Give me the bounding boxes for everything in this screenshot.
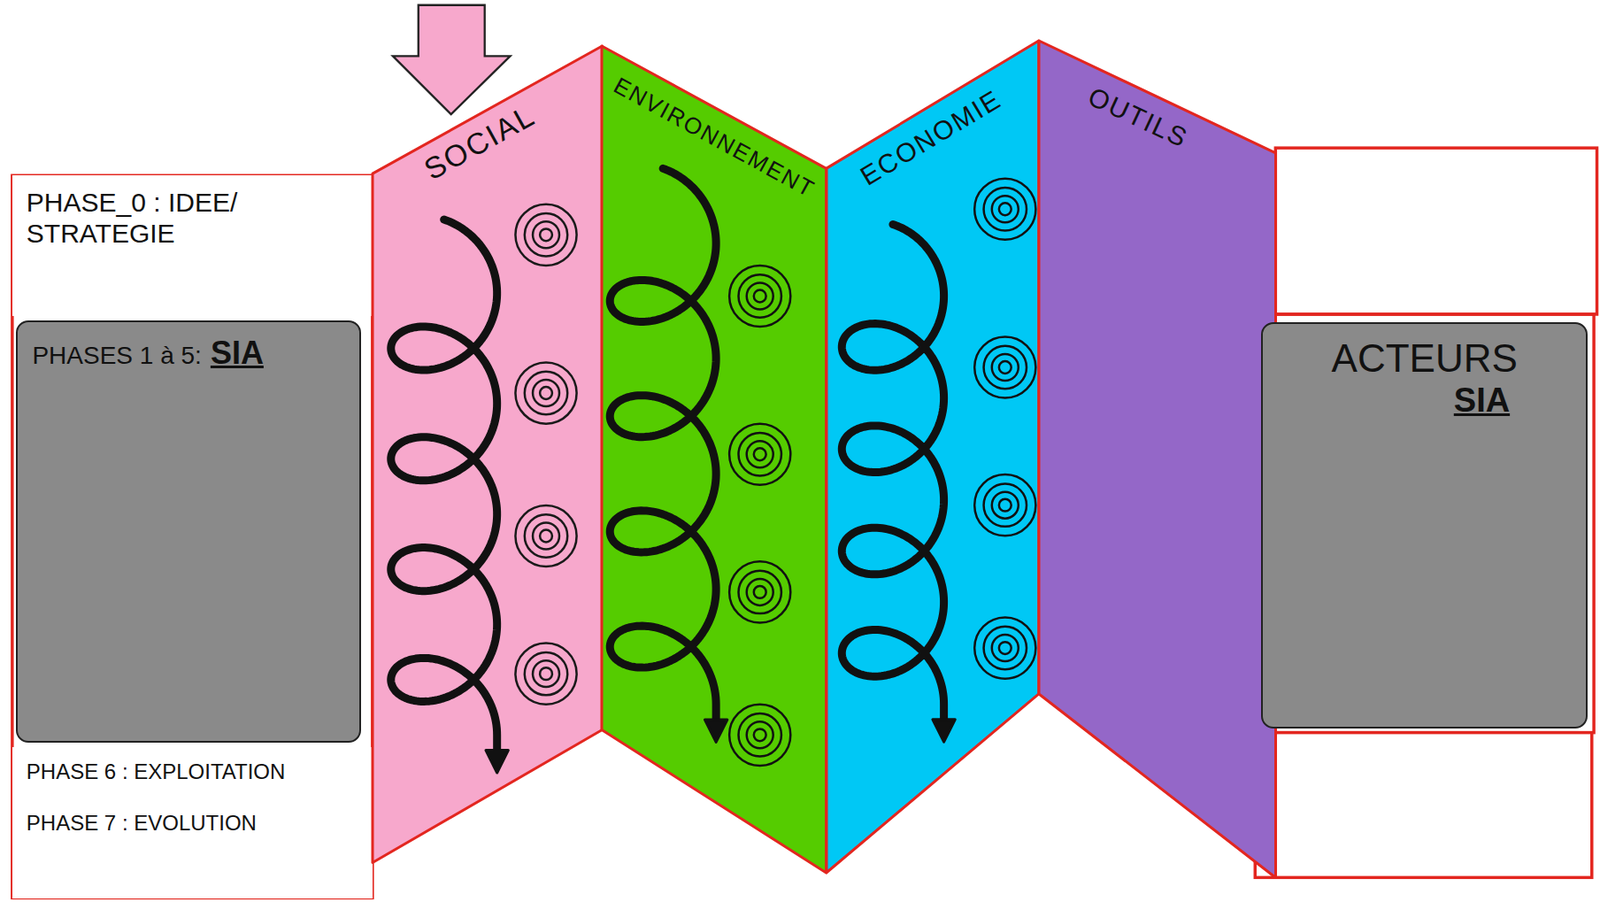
target-symbol: [746, 721, 774, 748]
phase-label: ACTEURS: [1276, 336, 1572, 382]
panel-fill: [1038, 40, 1277, 878]
target-symbol: [984, 484, 1027, 527]
target-symbol: [515, 505, 577, 567]
target-symbol: [753, 289, 767, 302]
empty-box: [1254, 732, 1593, 878]
empty-box: [1275, 147, 1597, 315]
target-symbol: [992, 195, 1019, 223]
emphasis-label: PHASE 7 : EVOLUTION: [26, 810, 359, 836]
target-symbol: [999, 499, 1012, 512]
panel-fill: [601, 46, 827, 873]
target-symbol: [974, 178, 1036, 240]
target-symbol: [539, 386, 553, 400]
target-symbol: [539, 529, 553, 542]
target-symbol: [984, 187, 1027, 231]
phase-box: PHASES 1 à 5: SIA: [15, 320, 362, 743]
economy-panel: ECONOMIE: [826, 40, 1039, 873]
target-symbol: [753, 447, 767, 461]
environment-panel: ENVIRONNEMENT: [601, 46, 827, 873]
target-symbol: [539, 667, 553, 680]
target-symbol: [524, 371, 568, 415]
emphasis-label: SIA: [1276, 381, 1572, 421]
target-symbol: [992, 353, 1019, 381]
spiral-arrow: [841, 224, 944, 720]
target-symbol: [524, 514, 568, 557]
target-symbol: [974, 336, 1036, 398]
target-symbol: [746, 578, 774, 606]
emphasis-label: SIA: [210, 334, 264, 371]
target-symbol: [524, 213, 568, 256]
target-symbol: [532, 522, 560, 549]
target-symbol: [738, 713, 782, 756]
target-symbol: [984, 346, 1027, 389]
target-symbol: [738, 570, 782, 614]
phase-box: PHASE_0 : IDEE/ STRATEGIE: [12, 175, 373, 316]
target-symbol: [729, 265, 791, 327]
panel-fill: [826, 40, 1039, 873]
target-symbol: [992, 492, 1019, 519]
tools-panel: OUTILS: [1038, 40, 1277, 878]
arrow-head: [932, 719, 955, 742]
phase-box: PHASE 6 : EXPLOITATION PHASE 7 : EVOLUTIO…: [12, 746, 373, 899]
panel-shape: [1038, 40, 1277, 878]
spiral-arrow: [610, 168, 717, 720]
right-frame: [1254, 314, 1594, 733]
target-symbol: [738, 432, 782, 476]
arrow-head: [485, 749, 508, 772]
target-symbol: [746, 282, 774, 309]
target-symbol: [738, 274, 782, 317]
target-symbol: [753, 728, 767, 741]
target-symbol: [729, 423, 791, 485]
pink-arrow: [392, 5, 511, 115]
left-frame: [12, 175, 373, 898]
target-symbol: [974, 617, 1036, 679]
target-symbol: [999, 202, 1012, 216]
target-symbol: [974, 474, 1036, 536]
social-panel: SOCIAL: [372, 46, 602, 862]
target-symbol: [532, 660, 560, 687]
target-symbol: [746, 440, 774, 468]
phase-label: PHASES 1 à 5:: [31, 341, 201, 370]
target-symbol: [992, 634, 1019, 662]
target-symbol: [515, 361, 577, 424]
target-symbol: [729, 561, 791, 623]
actors-box: ACTEURSSIA: [1261, 322, 1588, 729]
panel-shape: [372, 46, 602, 862]
spiral-arrow: [391, 219, 498, 751]
target-symbol: [729, 704, 791, 766]
phase-label: PHASE_0 : IDEE/ STRATEGIE: [26, 187, 293, 249]
target-symbol: [515, 642, 577, 704]
target-symbol: [515, 204, 577, 266]
target-symbol: [524, 652, 568, 695]
target-symbol: [753, 585, 767, 599]
arrow-head: [705, 719, 728, 742]
panel-fill: [372, 46, 602, 862]
phase-label: PHASE 6 : EXPLOITATION: [26, 759, 359, 785]
target-symbol: [532, 221, 560, 248]
target-symbol: [999, 641, 1012, 654]
target-symbol: [532, 379, 560, 407]
target-symbol: [539, 228, 553, 241]
target-symbol: [984, 626, 1027, 670]
target-symbol: [999, 361, 1012, 374]
